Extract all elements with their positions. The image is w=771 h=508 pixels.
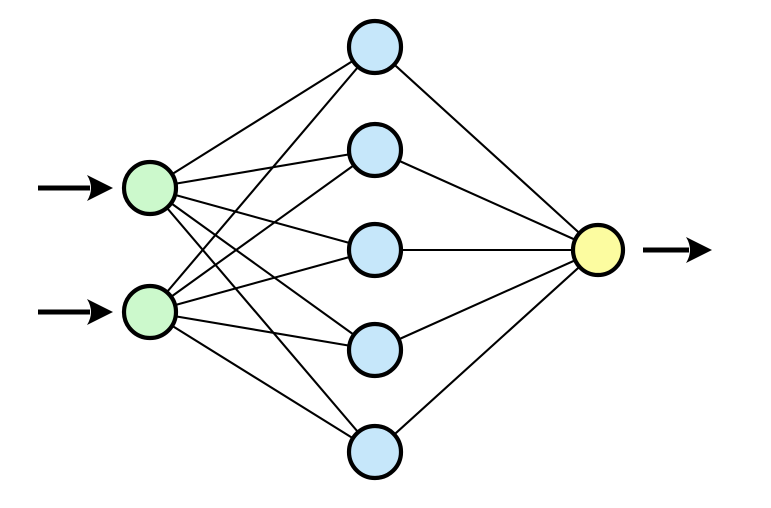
node-hid-3[interactable] — [346, 221, 404, 279]
input-arrow-1-head — [87, 175, 113, 201]
input-layer — [121, 159, 179, 341]
edges-group — [148, 45, 600, 454]
input-arrow-2 — [38, 299, 113, 325]
edge-hid-1-to-out-1 — [373, 45, 600, 252]
output-layer — [570, 222, 626, 278]
nodes-group — [121, 18, 626, 481]
node-in-2[interactable] — [121, 283, 179, 341]
edge-in-1-to-hid-1 — [148, 45, 377, 190]
node-hid-1[interactable] — [346, 18, 404, 76]
edge-in-2-to-hid-2 — [148, 148, 377, 314]
input-arrow-1 — [38, 175, 113, 201]
edge-in-2-to-hid-3 — [148, 248, 377, 314]
edge-in-1-to-hid-5 — [148, 186, 377, 454]
edge-hid-4-to-out-1 — [373, 248, 600, 352]
output-arrow-1-head — [686, 237, 712, 263]
node-hid-4[interactable] — [346, 321, 404, 379]
output-arrow-1 — [643, 237, 712, 263]
edge-hid-5-to-out-1 — [373, 248, 600, 454]
input-arrow-2-head — [87, 299, 113, 325]
edge-in-1-to-hid-4 — [148, 186, 377, 352]
edge-in-2-to-hid-5 — [148, 310, 377, 454]
edge-in-1-to-hid-2 — [148, 148, 377, 190]
edge-hid-2-to-out-1 — [373, 148, 600, 252]
edge-in-1-to-hid-3 — [148, 186, 377, 252]
hidden-layer — [346, 18, 404, 481]
edge-in-2-to-hid-1 — [148, 45, 377, 314]
node-hid-2[interactable] — [346, 121, 404, 179]
node-out-1[interactable] — [570, 222, 626, 278]
node-in-1[interactable] — [121, 159, 179, 217]
edge-in-2-to-hid-4 — [148, 310, 377, 352]
node-hid-5[interactable] — [346, 423, 404, 481]
io-arrows-group — [38, 175, 712, 325]
